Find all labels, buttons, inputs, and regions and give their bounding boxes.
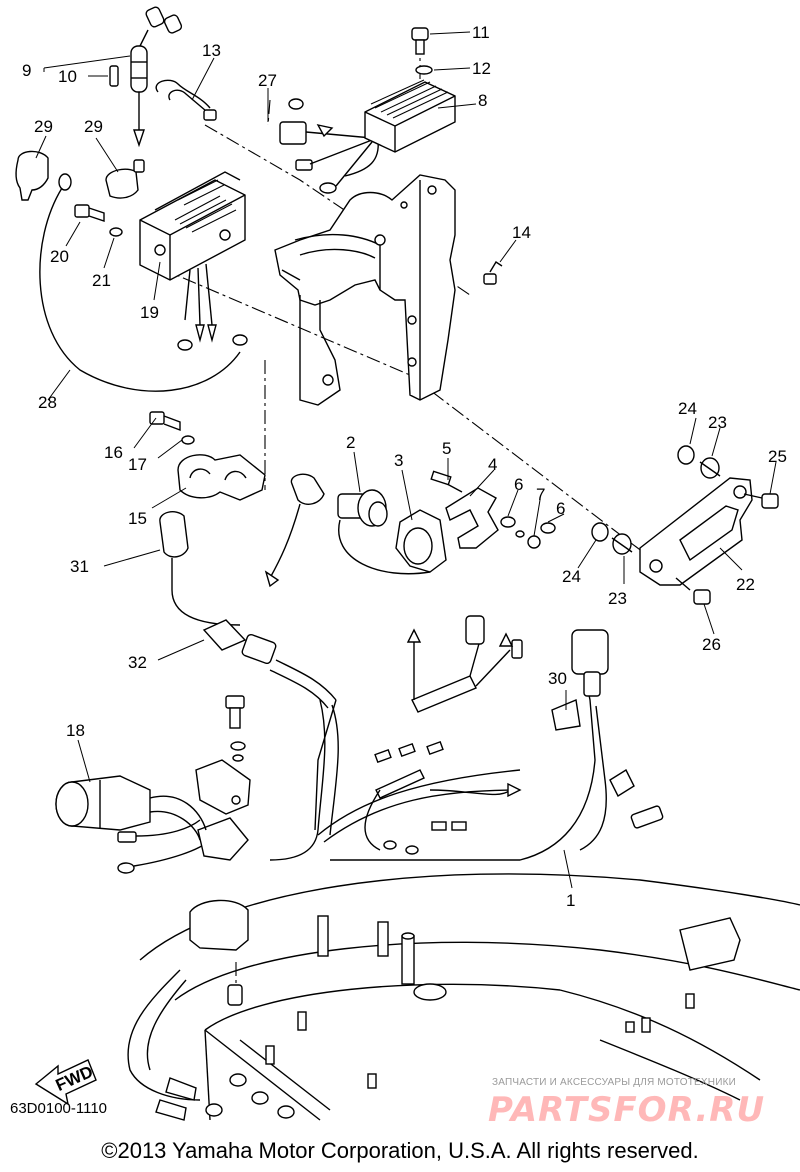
callout-16: 16 xyxy=(104,443,123,462)
callout-27: 27 xyxy=(258,71,277,90)
rectifier-regulator-19 xyxy=(139,171,248,351)
bracket-22 xyxy=(591,445,779,605)
callout-9: 9 xyxy=(22,61,31,80)
callout-22: 22 xyxy=(736,575,755,594)
copyright-notice: ©2013 Yamaha Motor Corporation, U.S.A. A… xyxy=(101,1138,699,1163)
callout-7: 7 xyxy=(536,485,545,504)
callout-19: 19 xyxy=(140,303,159,322)
fwd-arrow-icon: FWD xyxy=(34,1059,97,1106)
callout-2: 2 xyxy=(346,433,355,452)
callout-28: 28 xyxy=(38,393,57,412)
connector-32 xyxy=(202,619,337,831)
switch-assembly-2-3 xyxy=(264,470,556,588)
main-switch-18 xyxy=(55,775,207,841)
callout-30: 30 xyxy=(548,669,567,688)
callout-29a: 29 xyxy=(34,117,53,136)
bolt-11 xyxy=(411,27,433,75)
callout-24a: 24 xyxy=(678,399,697,418)
callout-6b: 6 xyxy=(556,499,565,518)
regulator-8 xyxy=(364,79,456,153)
callout-21: 21 xyxy=(92,271,111,290)
bottom-cowling xyxy=(127,873,800,1121)
bolt-20 xyxy=(74,204,123,237)
fuse-holder-part xyxy=(109,6,183,148)
callout-6a: 6 xyxy=(514,475,523,494)
watermark-brand: PARTSFOR.RU xyxy=(488,1090,766,1130)
rubber-cap-parts xyxy=(15,150,145,201)
callout-32: 32 xyxy=(128,653,147,672)
watermark-tagline: ЗАПЧАСТИ И АКСЕССУАРЫ ДЛЯ МОТОТЕХНИКИ xyxy=(492,1077,737,1088)
callout-4: 4 xyxy=(488,455,497,474)
diagram-code: 63D0100-1110 xyxy=(10,1100,108,1117)
callout-8: 8 xyxy=(478,91,487,110)
connector-parts-27 xyxy=(279,98,379,194)
callout-23b: 23 xyxy=(608,589,627,608)
clamp-part xyxy=(155,79,217,121)
callout-17: 17 xyxy=(128,455,147,474)
callout-14: 14 xyxy=(512,223,531,242)
lead-wire-28 xyxy=(39,187,241,392)
cap-31 xyxy=(159,511,241,626)
callout-labels: 1 2 3 4 5 6 6 7 8 9 10 11 12 13 14 15 16… xyxy=(22,23,787,910)
callout-3: 3 xyxy=(394,451,403,470)
bracket-under-bolt xyxy=(195,695,251,861)
callout-10: 10 xyxy=(58,67,77,86)
screw-14 xyxy=(483,261,503,285)
callout-13: 13 xyxy=(202,41,221,60)
callout-12: 12 xyxy=(472,59,491,78)
callout-20: 20 xyxy=(50,247,69,266)
callout-18: 18 xyxy=(66,721,85,740)
bolt-16 xyxy=(149,411,195,445)
leader-lines xyxy=(35,31,777,889)
callout-5: 5 xyxy=(442,439,451,458)
callout-15: 15 xyxy=(128,509,147,528)
callout-25: 25 xyxy=(768,447,787,466)
bracket-frame xyxy=(274,174,456,406)
clamp-15 xyxy=(177,454,266,501)
callout-24b: 24 xyxy=(562,567,581,586)
callout-26: 26 xyxy=(702,635,721,654)
callout-29b: 29 xyxy=(84,117,103,136)
callout-23a: 23 xyxy=(708,413,727,432)
callout-1: 1 xyxy=(566,891,575,910)
callout-11: 11 xyxy=(472,23,490,42)
wire-harness-1 xyxy=(117,615,664,874)
callout-31: 31 xyxy=(70,557,89,576)
